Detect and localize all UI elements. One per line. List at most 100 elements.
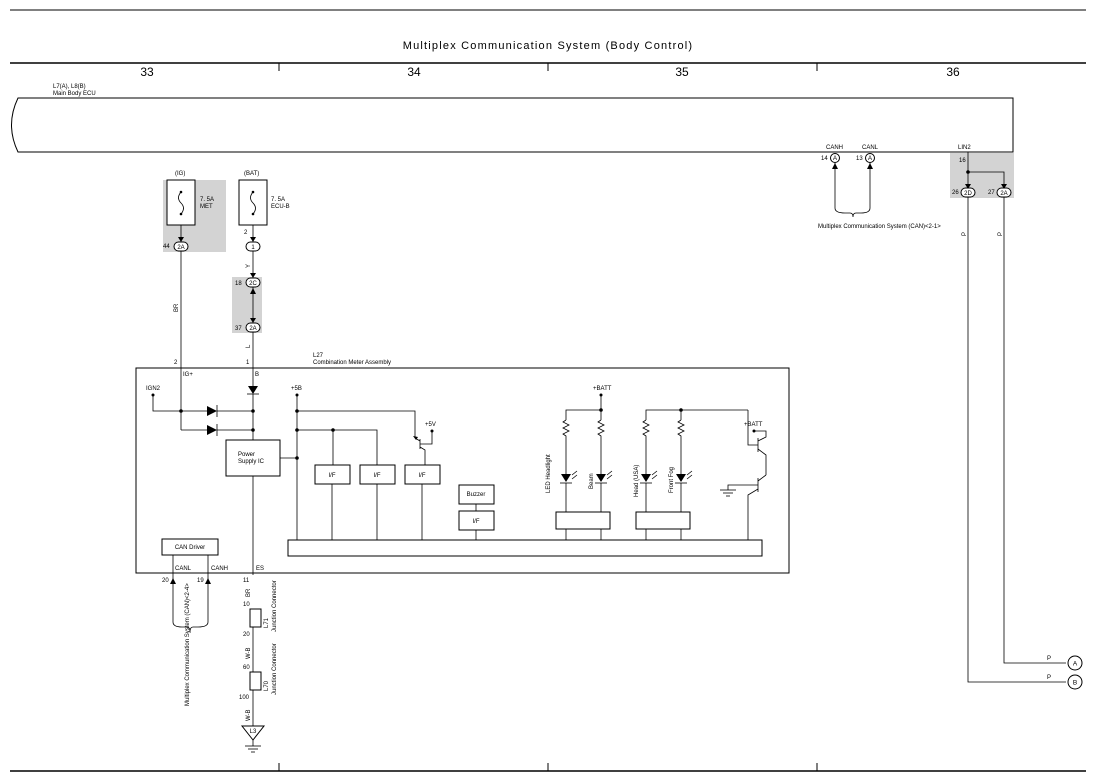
arrow-up-icon [250,288,256,294]
arrow-down-icon [1001,184,1007,189]
5b-to-transistor [297,410,416,438]
transistor-leg [419,446,426,465]
meter-pin-ig: 2 [174,360,178,366]
connector-label: A [868,156,872,162]
column-number: 36 [946,65,960,79]
wire-color-br: BR [246,588,252,597]
arrow-down-icon [250,237,256,242]
ecu-canh-pin: 14 [821,156,828,162]
jc2-label: Junction Connector [272,643,278,695]
led-label-headlight: LED Headlight [546,454,552,493]
fuse-met-name: MET [200,204,213,210]
jc1-code: L71 [264,617,270,628]
if-label: I/F [374,473,381,479]
junction-18-pin: 18 [235,281,242,287]
wire-color-p: P [998,232,1004,236]
splice-dot [251,428,255,432]
led-rays [571,470,578,480]
lin-pin-right: 27 [988,190,995,196]
jc2-pin-bottom: 100 [239,695,250,701]
wire-color-l: L [246,344,252,348]
led-label-head-usa: Head (USA) [634,465,640,497]
transistor-leg [754,430,767,442]
led-rays [606,470,613,480]
splice-dot [295,409,299,413]
led-icon [561,474,571,482]
splice-dot [295,428,299,432]
led-label-front-fog: Front Fog [669,467,675,493]
arrow-down-icon [178,237,184,242]
transistor-collector [420,431,433,445]
connector-label: 2A [249,326,256,332]
5b-to-if [297,429,378,465]
connector-label: 2C [249,281,257,287]
connector-label: 2A [177,245,184,251]
fuse-icon [178,191,184,215]
led-driver-box [555,511,611,530]
can-ref-bottom: Multiplex Communication System (CAN)<2-4… [185,583,191,706]
ecu-lin2-pin: 16 [959,158,966,164]
jc1-label: Junction Connector [272,580,278,632]
fuse-terminal [179,212,183,216]
label-b: B [255,372,259,378]
column-number: 34 [407,65,421,79]
off-page-connector-a [1067,655,1083,671]
connector-label: 2A [1000,191,1007,197]
connector-label: A [833,156,837,162]
power-ic-line1: Power [238,452,255,458]
wire-color-br: BR [174,303,180,312]
fuse-met-pin: 44 [163,244,170,250]
jc2-code: L70 [264,680,270,691]
fuse-ecub-pin: 2 [244,230,248,236]
led-driver-box [635,511,691,530]
label-es: ES [256,566,264,572]
off-page-connector-b [1067,674,1083,690]
arrow-up-icon [832,163,838,169]
column-number: 33 [140,65,154,79]
arrow-down-icon [250,273,256,278]
if-box [404,464,441,485]
connector-label: 1 [251,245,255,251]
label-5v: +5V [425,422,436,428]
can-ref-top: Multiplex Communication System (CAN)<2-1… [818,224,941,230]
arrow-down-icon [965,184,971,189]
splice-dot [251,409,255,413]
power-ic-line2: Supply IC [238,459,265,465]
splice-dot [179,409,183,413]
lin-pin-left: 26 [952,190,959,196]
resistor-icon [562,419,570,474]
arrow-up-icon [867,163,873,169]
can-driver-box [161,538,219,556]
diode-icon [207,406,217,416]
if-box [359,464,396,485]
led-rays [651,470,658,480]
resistor-icon [677,419,685,474]
fuse-terminal [251,190,255,194]
if-label: I/F [329,473,336,479]
meter-name: Combination Meter Assembly [313,360,391,366]
fuse-terminal [179,190,183,194]
transistor-leg [757,448,767,475]
fuse-ecub-name: ECU-B [271,204,290,210]
fuse-icon [250,191,256,215]
ecu-canh-label: CANH [826,145,843,151]
ground-code: L3 [250,729,257,735]
diagram-title: Multiplex Communication System (Body Con… [403,40,694,52]
pin-es: 11 [243,578,250,584]
splice-dot [599,408,603,412]
label-batt-2: +BATT [744,422,763,428]
resistor-icon [597,419,605,474]
can-ref-brace [172,621,209,633]
meter-code: L27 [313,353,324,359]
lin-wire-b [967,197,1066,683]
main-body-ecu-box [11,97,1014,153]
led-icon [641,474,651,482]
off-page-label: B [1073,680,1077,687]
led-label-beam: Beam [589,473,595,489]
label-5b: +5B [291,386,302,392]
wire-color-wb: W-B [246,647,252,659]
label-batt: +BATT [593,386,612,392]
can-ref-brace [834,207,871,218]
arrow-up-icon [205,578,211,584]
